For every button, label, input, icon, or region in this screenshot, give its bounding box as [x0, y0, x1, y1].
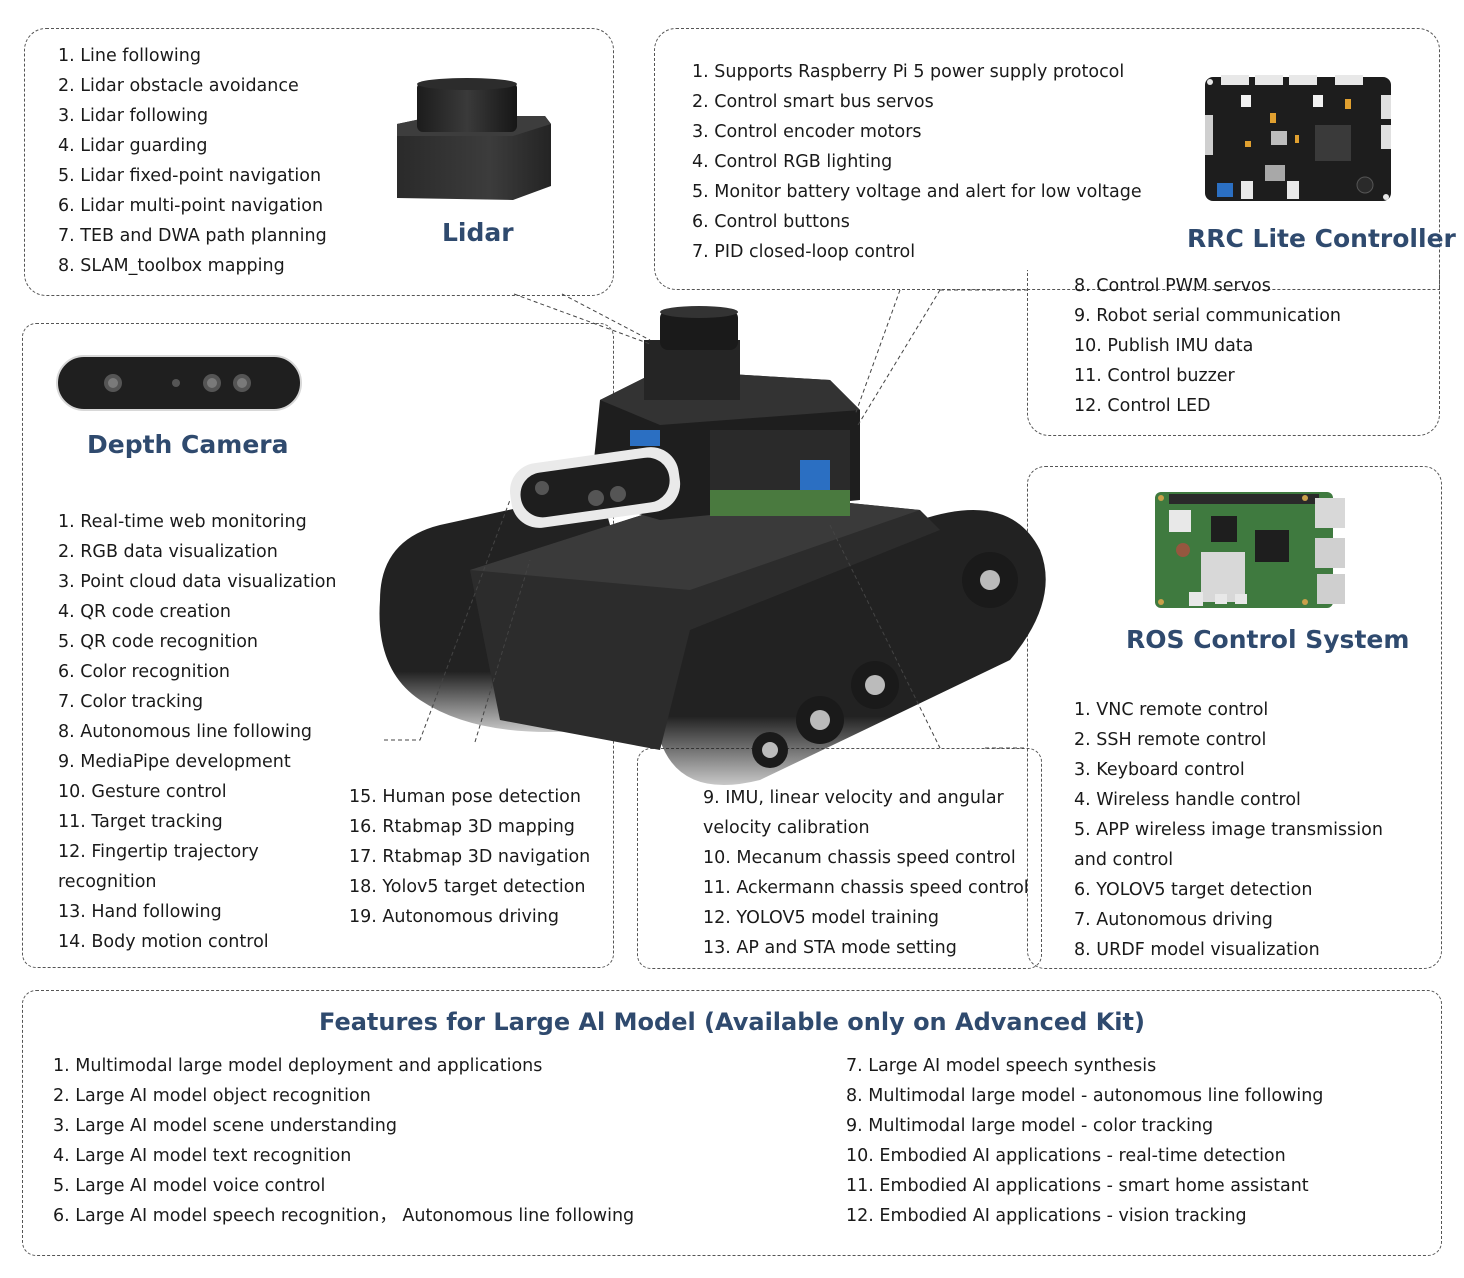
- list-item: 10. Gesture control: [58, 782, 227, 802]
- list-item: 6. Color recognition: [58, 662, 231, 682]
- list-item: 5. QR code recognition: [58, 632, 259, 652]
- list-item: 3. Keyboard control: [1074, 760, 1245, 780]
- controller-feature-list-bottom: 8. Control PWM servos 9. Robot serial co…: [1074, 271, 1341, 421]
- list-item: 9. Multimodal large model - color tracki…: [846, 1116, 1214, 1136]
- list-item: 12. Fingertip trajectory recognition: [58, 842, 259, 892]
- list-item: 11. Embodied AI applications - smart hom…: [846, 1176, 1309, 1196]
- list-item: 9. IMU, linear velocity and angular velo…: [703, 788, 1004, 838]
- list-item: 8. SLAM_toolbox mapping: [58, 256, 285, 276]
- list-item: 5. Large AI model voice control: [53, 1176, 326, 1196]
- list-item: 9. Robot serial communication: [1074, 306, 1342, 326]
- list-item: 3. Point cloud data visualization: [58, 572, 337, 592]
- controller-panel-bottom: [1027, 270, 1440, 436]
- ros-feature-list: 1. VNC remote control 2. SSH remote cont…: [1074, 695, 1404, 965]
- lidar-icon: [397, 78, 551, 200]
- list-item: 19. Autonomous driving: [349, 907, 559, 927]
- list-item: 12. Control LED: [1074, 396, 1211, 416]
- list-item: 10. Publish IMU data: [1074, 336, 1254, 356]
- controller-feature-list-top: 1. Supports Raspberry Pi 5 power supply …: [692, 57, 1142, 267]
- list-item: 8. Control PWM servos: [1074, 276, 1271, 296]
- list-item: 9. MediaPipe development: [58, 752, 291, 772]
- list-item: 6. Control buttons: [692, 212, 850, 232]
- list-item: 8. URDF model visualization: [1074, 940, 1320, 960]
- ai-title: Features for Large Al Model (Available o…: [319, 1008, 1145, 1036]
- list-item: 4. QR code creation: [58, 602, 231, 622]
- controller-title: RRC Lite Controller: [1187, 224, 1456, 253]
- list-item: 7. TEB and DWA path planning: [58, 226, 327, 246]
- list-item: 7. Large AI model speech synthesis: [846, 1056, 1157, 1076]
- list-item: 4. Wireless handle control: [1074, 790, 1301, 810]
- raspberry-pi-board-icon: [1155, 492, 1345, 608]
- lidar-panel: [24, 28, 614, 296]
- depth-camera-title: Depth Camera: [87, 430, 289, 459]
- list-item: 3. Lidar following: [58, 106, 209, 126]
- tracked-robot-icon: [379, 306, 1046, 785]
- list-item: 2. Large AI model object recognition: [53, 1086, 371, 1106]
- depth-camera-feature-list-right: 15. Human pose detection 16. Rtabmap 3D …: [349, 782, 590, 932]
- ai-feature-list-right: 7. Large AI model speech synthesis 8. Mu…: [846, 1051, 1323, 1231]
- list-item: 1. Line following: [58, 46, 201, 66]
- list-item: 17. Rtabmap 3D navigation: [349, 847, 591, 867]
- ai-feature-list-left: 1. Multimodal large model deployment and…: [53, 1051, 634, 1231]
- list-item: 7. Color tracking: [58, 692, 204, 712]
- list-item: 2. Lidar obstacle avoidance: [58, 76, 299, 96]
- list-item: 3. Large AI model scene understanding: [53, 1116, 397, 1136]
- list-item: 8. Multimodal large model - autonomous l…: [846, 1086, 1324, 1106]
- list-item: 5. Monitor battery voltage and alert for…: [692, 182, 1142, 202]
- list-item: 13. AP and STA mode setting: [703, 938, 957, 958]
- list-item: 1. Supports Raspberry Pi 5 power supply …: [692, 62, 1125, 82]
- list-item: 5. Lidar fixed-point navigation: [58, 166, 322, 186]
- list-item: 10. Mecanum chassis speed control: [703, 848, 1016, 868]
- depth-camera-icon: [56, 355, 302, 411]
- depth-camera-feature-list-left: 1. Real-time web monitoring 2. RGB data …: [58, 507, 348, 957]
- chassis-feature-list: 9. IMU, linear velocity and angular velo…: [703, 783, 1043, 963]
- list-item: 5. APP wireless image transmission and c…: [1074, 820, 1383, 870]
- list-item: 6. Lidar multi-point navigation: [58, 196, 324, 216]
- list-item: 1. Real-time web monitoring: [58, 512, 307, 532]
- ai-panel: Features for Large Al Model (Available o…: [22, 990, 1442, 1256]
- list-item: 2. SSH remote control: [1074, 730, 1267, 750]
- list-item: 11. Ackermann chassis speed control: [703, 878, 1029, 898]
- list-item: 6. Large AI model speech recognition， Au…: [53, 1206, 635, 1226]
- list-item: 14. Body motion control: [58, 932, 269, 952]
- list-item: 7. Autonomous driving: [1074, 910, 1273, 930]
- list-item: 13. Hand following: [58, 902, 222, 922]
- list-item: 4. Lidar guarding: [58, 136, 208, 156]
- list-item: 12. YOLOV5 model training: [703, 908, 940, 928]
- list-item: 3. Control encoder motors: [692, 122, 922, 142]
- ros-title: ROS Control System: [1126, 625, 1410, 654]
- list-item: 12. Embodied AI applications - vision tr…: [846, 1206, 1247, 1226]
- list-item: 16. Rtabmap 3D mapping: [349, 817, 575, 837]
- list-item: 1. VNC remote control: [1074, 700, 1269, 720]
- lidar-feature-list: 1. Line following 2. Lidar obstacle avoi…: [58, 41, 327, 281]
- list-item: 15. Human pose detection: [349, 787, 581, 807]
- list-item: 6. YOLOV5 target detection: [1074, 880, 1313, 900]
- list-item: 2. RGB data visualization: [58, 542, 278, 562]
- list-item: 10. Embodied AI applications - real-time…: [846, 1146, 1286, 1166]
- list-item: 11. Target tracking: [58, 812, 223, 832]
- ros-panel: [1027, 466, 1442, 969]
- list-item: 1. Multimodal large model deployment and…: [53, 1056, 543, 1076]
- lidar-title: Lidar: [442, 218, 514, 247]
- circuit-board-icon: [1205, 75, 1391, 201]
- list-item: 18. Yolov5 target detection: [349, 877, 586, 897]
- list-item: 8. Autonomous line following: [58, 722, 313, 742]
- list-item: 2. Control smart bus servos: [692, 92, 934, 112]
- list-item: 11. Control buzzer: [1074, 366, 1235, 386]
- list-item: 4. Large AI model text recognition: [53, 1146, 352, 1166]
- list-item: 7. PID closed-loop control: [692, 242, 916, 262]
- list-item: 4. Control RGB lighting: [692, 152, 893, 172]
- chassis-panel: [637, 748, 1042, 969]
